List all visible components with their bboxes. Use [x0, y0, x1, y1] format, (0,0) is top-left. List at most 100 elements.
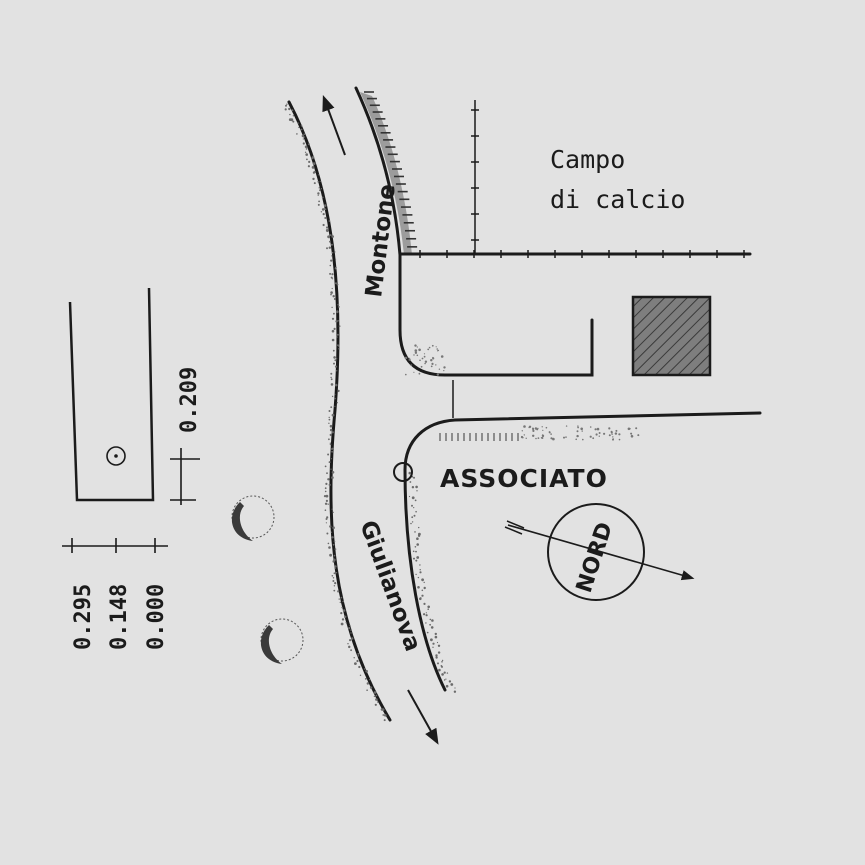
stipple-dot	[300, 128, 303, 131]
stipple-dot	[333, 327, 336, 330]
stipple-dot	[359, 674, 362, 676]
stipple-dot	[437, 644, 441, 647]
stipple-dot	[431, 344, 434, 347]
stipple-dot	[303, 133, 306, 135]
stipple-dot	[637, 434, 640, 437]
stipple-dot	[365, 669, 368, 673]
stipple-dot	[430, 365, 433, 368]
stipple-dot	[326, 226, 329, 229]
stipple-dot	[614, 432, 618, 435]
stipple-dot	[327, 542, 330, 545]
stipple-dot	[610, 431, 613, 434]
stipple-dot	[329, 525, 332, 528]
stipple-dot	[302, 142, 305, 145]
stipple-dot	[424, 362, 426, 365]
stipple-dot	[318, 174, 320, 176]
horizontal-scale-axis	[62, 538, 168, 553]
stipple-dot	[427, 608, 430, 610]
stipple-dot	[630, 432, 633, 435]
stipple-dot	[596, 427, 600, 431]
stipple-dot	[419, 571, 422, 574]
stipple-dot	[438, 668, 441, 672]
stipple-dot	[311, 166, 315, 169]
stipple-dot	[331, 575, 334, 577]
site-label: ASSOCIATO	[440, 464, 608, 493]
stipple-dot	[334, 359, 337, 362]
stipple-dot	[354, 662, 357, 665]
compass-needle	[507, 524, 695, 581]
stipple-dot	[589, 435, 592, 438]
stipple-dot	[415, 559, 418, 562]
stipple-dot	[328, 438, 330, 441]
stipple-dot	[328, 546, 331, 549]
stipple-dot	[382, 714, 385, 716]
stipple-dot	[336, 358, 338, 360]
stipple-dot	[308, 143, 310, 146]
stipple-dot	[408, 471, 412, 475]
stipple-dot	[337, 303, 340, 306]
embankment	[360, 92, 412, 255]
stipple-dot	[320, 188, 323, 190]
stipple-dot	[312, 162, 316, 166]
stipple-dot	[416, 543, 420, 546]
stipple-dot	[429, 623, 431, 626]
stipple-dot	[337, 320, 339, 322]
stipple-dot	[324, 217, 327, 219]
stipple-dot	[598, 432, 601, 434]
stipple-dot	[347, 643, 349, 645]
stipple-dot	[416, 556, 420, 559]
stipple-dot	[330, 531, 333, 533]
stipple-dot	[345, 622, 347, 624]
stipple-dot	[332, 349, 335, 352]
stipple-dot	[304, 145, 308, 149]
stipple-dot	[338, 348, 340, 350]
stipple-dot	[563, 436, 565, 439]
stipple-dot	[339, 601, 341, 604]
stipple-dot	[373, 695, 376, 698]
stipple-dot	[363, 668, 366, 670]
stipple-dot	[290, 118, 294, 122]
stipple-dot	[288, 107, 291, 111]
stipple-dot	[416, 354, 419, 357]
stipple-dot	[325, 482, 328, 485]
stipple-dot	[550, 433, 552, 435]
stipple-dot	[350, 629, 352, 631]
stipple-dot	[416, 490, 418, 492]
stipple-dot	[327, 453, 330, 456]
stipple-dot	[414, 351, 418, 354]
stipple-dot	[423, 613, 426, 616]
stipple-dot	[332, 511, 334, 513]
site-access-road	[398, 252, 762, 472]
stipple-dot	[427, 348, 430, 351]
stipple-dot	[425, 612, 427, 614]
stipple-dot	[326, 532, 329, 535]
stipple-dot	[423, 353, 426, 355]
stipple-dot	[321, 208, 325, 211]
stipple-dot	[595, 433, 598, 436]
scale-marker	[106, 446, 126, 466]
stipple-dot	[328, 220, 331, 222]
stipple-dot	[291, 109, 294, 112]
stipple-dot	[306, 158, 308, 161]
stipple-dot	[418, 348, 421, 352]
stipple-dot	[338, 325, 341, 328]
stipple-dot	[330, 291, 333, 294]
stipple-dot	[410, 522, 412, 525]
stipple-dot	[423, 581, 425, 584]
stipple-dot	[326, 229, 329, 233]
stipple-dot	[414, 546, 417, 548]
stipple-dot	[528, 425, 532, 428]
stipple-dot	[326, 247, 328, 250]
stipple-dot	[334, 393, 336, 395]
stipple-dot	[330, 458, 333, 460]
stipple-dot	[369, 686, 373, 689]
stipple-dot	[334, 383, 338, 387]
scale-panel	[68, 287, 155, 502]
stipple-dot	[336, 333, 339, 336]
stipple-dot	[329, 433, 332, 437]
stipple-dot	[441, 673, 444, 676]
stipple-dot	[331, 317, 335, 320]
stipple-dot	[331, 278, 334, 280]
south-arrow-road	[407, 689, 439, 745]
stipple-dot	[421, 594, 424, 597]
